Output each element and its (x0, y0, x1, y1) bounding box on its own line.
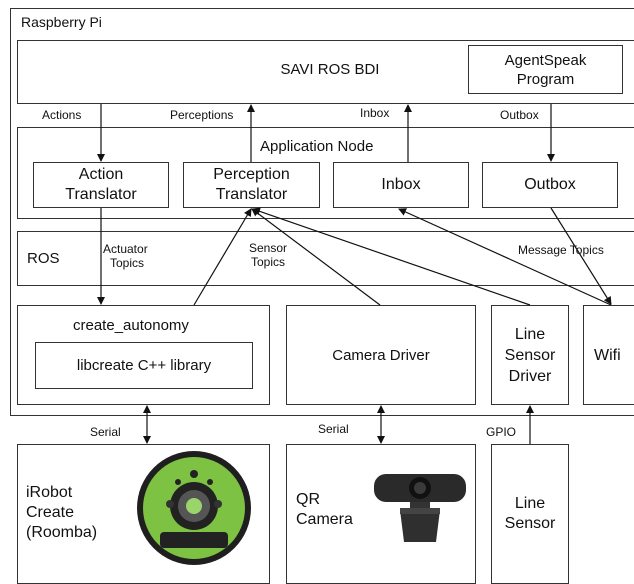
create-autonomy-title: create_autonomy (73, 317, 189, 334)
savi-ros-bdi-title: SAVI ROS BDI (280, 61, 380, 78)
sensor-topics-label: Sensor Topics (249, 241, 287, 269)
irobot-line1: iRobot (26, 484, 73, 501)
wifi-label: Wifi (594, 347, 621, 364)
actuator-topics-label: Actuator Topics (103, 242, 148, 270)
webcam-image (374, 474, 466, 542)
irobot-label: iRobot Create (Roomba) (26, 483, 97, 543)
agentspeak-line2: Program (516, 70, 575, 88)
actions-label: Actions (42, 108, 82, 122)
gpio-label: GPIO (486, 425, 517, 439)
line-sensor-driver-line3: Driver (508, 367, 552, 385)
line-sensor-driver-box: Line Sensor Driver (491, 305, 569, 405)
line-sensor-line1: Line (514, 495, 546, 512)
line-sensor-line2: Sensor (504, 515, 556, 532)
message-topics-label: Message Topics (518, 243, 604, 257)
ros-title: ROS (27, 250, 60, 267)
inbox-link-label: Inbox (360, 106, 390, 120)
qr-camera-line2: Camera (296, 511, 353, 528)
line-sensor-box: Line Sensor (491, 444, 569, 584)
line-sensor-driver-line2: Sensor (504, 346, 556, 364)
wifi-box (583, 305, 634, 405)
action-translator-line2: Translator (65, 186, 137, 203)
application-node-title: Application Node (260, 138, 374, 155)
perceptions-label: Perceptions (170, 108, 234, 122)
agentspeak-line1: AgentSpeak (504, 51, 587, 69)
qr-camera-line1: QR (296, 491, 320, 508)
qr-camera-box (286, 444, 476, 584)
serial-left-label: Serial (90, 425, 121, 439)
actuator-topics-line1: Actuator (103, 242, 148, 256)
action-translator-line1: Action (78, 166, 124, 183)
raspberry-pi-title: Raspberry Pi (21, 14, 102, 30)
outbox-link-label: Outbox (500, 108, 539, 122)
action-translator-box: Action Translator (33, 162, 169, 208)
webcam-stand (400, 510, 440, 542)
irobot-line3: (Roomba) (26, 524, 98, 541)
perception-translator-line2: Translator (215, 186, 288, 203)
serial-mid-label: Serial (318, 422, 349, 436)
perception-translator-box: Perception Translator (183, 162, 320, 208)
sensor-topics-line1: Sensor (249, 241, 288, 255)
actuator-topics-line2: Topics (110, 256, 145, 270)
inbox-box: Inbox (333, 162, 469, 208)
sensor-topics-line2: Topics (251, 255, 286, 269)
agentspeak-program-box: AgentSpeak Program (468, 45, 623, 94)
outbox-box: Outbox (482, 162, 618, 208)
camera-driver-box: Camera Driver (286, 305, 476, 405)
perception-translator-line1: Perception (213, 166, 290, 183)
irobot-line2: Create (26, 504, 75, 521)
libcreate-box: libcreate C++ library (35, 342, 253, 389)
line-sensor-driver-line1: Line (514, 325, 546, 343)
qr-camera-label: QR Camera (296, 490, 353, 530)
roomba-image (137, 451, 251, 565)
